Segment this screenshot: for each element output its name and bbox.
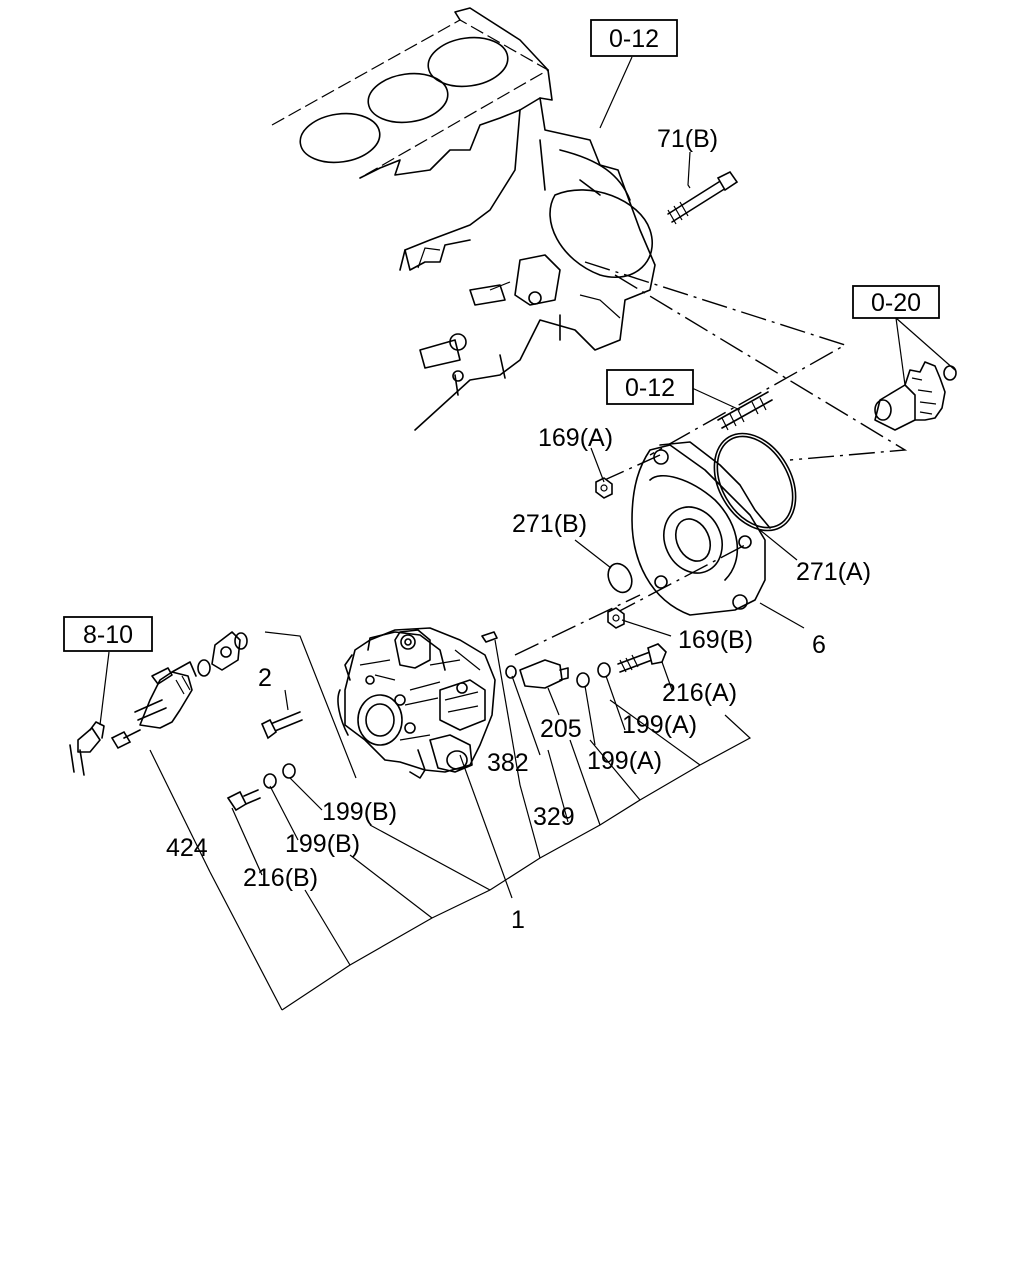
label-424: 424 (166, 834, 208, 862)
ref-box-actuator[interactable]: 8-10 (63, 616, 153, 652)
ref-label-actuator: 8-10 (83, 621, 133, 649)
ref-label-cover-stud: 0-12 (625, 374, 675, 402)
ref-box-cover-stud[interactable]: 0-12 (606, 369, 694, 405)
washer-199a-2-shape (597, 662, 611, 678)
bolt-2-drawing (260, 711, 303, 740)
engine-block-drawing (271, 7, 656, 431)
alignment-line-nut-a (599, 454, 661, 483)
bolt-71b-drawing (667, 170, 739, 225)
valve-oring-1 (197, 659, 211, 677)
label-271a: 271(A) (796, 558, 871, 586)
leader-lines (99, 56, 956, 1011)
label-2: 2 (258, 664, 272, 692)
alignment-line-block (584, 261, 847, 456)
ref-box-gear[interactable]: 0-20 (852, 285, 940, 319)
injection-pump-drawing (337, 627, 496, 779)
label-1: 1 (511, 906, 525, 934)
label-216a: 216(A) (662, 679, 737, 707)
washer-199a-1-shape (576, 672, 590, 688)
sensor-205-drawing (505, 659, 569, 689)
label-169a: 169(A) (538, 424, 613, 452)
ref-box-block-top[interactable]: 0-12 (590, 19, 678, 57)
oring-271b-shape (607, 562, 633, 594)
label-205: 205 (540, 715, 582, 743)
bolt-216a-drawing (617, 643, 667, 673)
label-199b-1: 199(B) (322, 798, 397, 826)
label-216b: 216(B) (243, 864, 318, 892)
label-382: 382 (487, 749, 529, 777)
nut-169b-drawing (607, 607, 625, 629)
oring-271a-shape (713, 432, 797, 532)
bolt-216b-drawing (226, 789, 261, 812)
drive-gear-drawing (874, 361, 957, 431)
label-199a-1: 199(A) (622, 711, 697, 739)
alignment-line-pump (514, 594, 641, 656)
label-199b-2: 199(B) (285, 830, 360, 858)
valve-gasket (211, 631, 241, 671)
label-199a-2: 199(A) (587, 747, 662, 775)
washer-199b-1-shape (282, 763, 296, 779)
alignment-line-nut-b (611, 544, 746, 616)
ref-label-gear: 0-20 (871, 289, 921, 317)
connector-drawing (69, 721, 105, 776)
pin-382-shape (481, 631, 498, 643)
alignment-line-gear (614, 274, 908, 461)
washer-199b-2-shape (263, 773, 277, 789)
label-6: 6 (812, 631, 826, 659)
nut-169a-drawing (595, 477, 613, 499)
valve-oring-2 (234, 632, 248, 650)
control-valve-424-drawing (110, 631, 248, 750)
label-169b: 169(B) (678, 626, 753, 654)
label-71b: 71(B) (657, 125, 718, 153)
ref-label-block-top: 0-12 (609, 25, 659, 53)
label-271b: 271(B) (512, 510, 587, 538)
label-329: 329 (533, 803, 575, 831)
stud-drawing (717, 391, 773, 431)
oring-271a-inner (716, 435, 794, 529)
pump-cover-drawing (631, 441, 771, 616)
